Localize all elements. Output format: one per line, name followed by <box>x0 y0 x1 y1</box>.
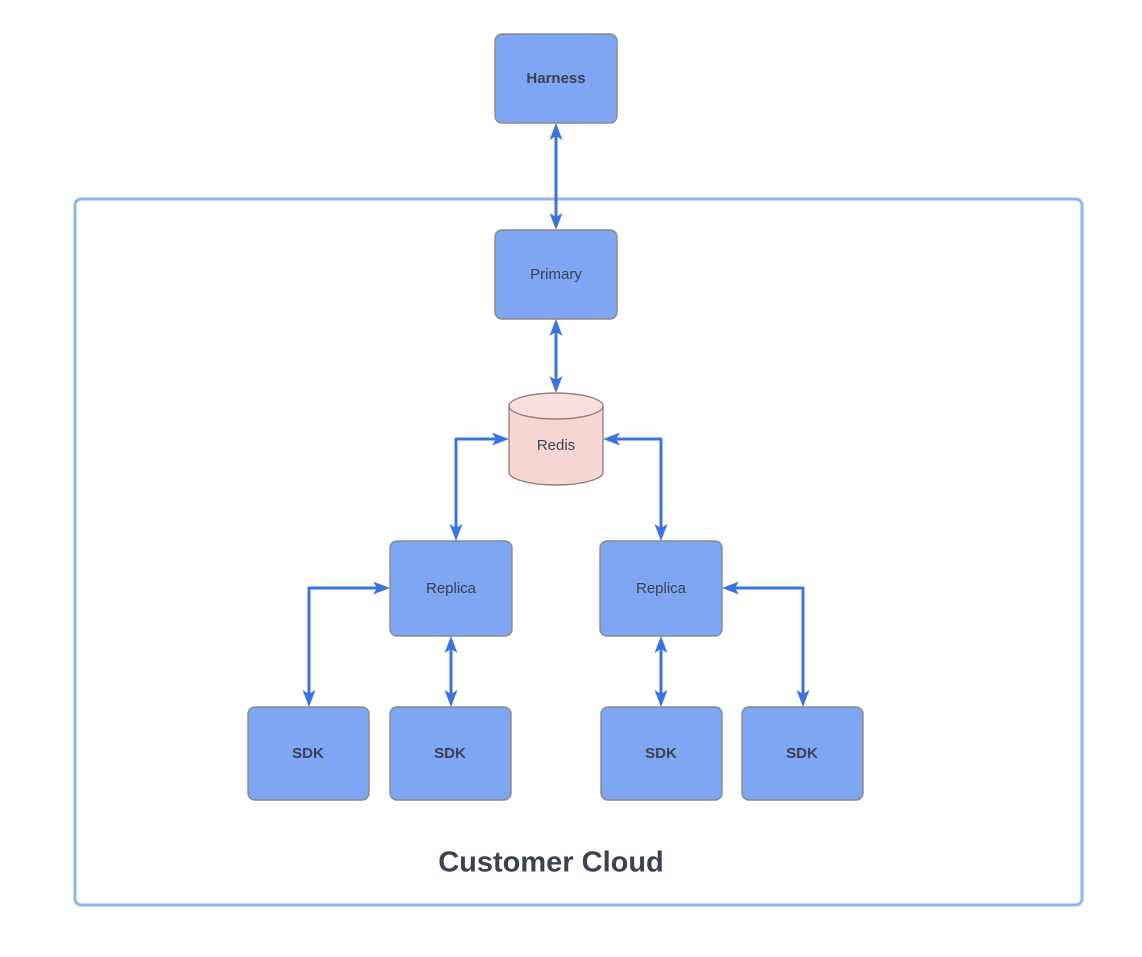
customer-cloud-boundary <box>73 197 1084 907</box>
edge-replica-left-sdk-2 <box>444 636 458 707</box>
node-sdk-2[interactable]: SDK <box>389 706 512 801</box>
node-sdk-4[interactable]: SDK <box>741 706 864 801</box>
node-replica-left-label: Replica <box>426 580 477 597</box>
edge-replica-right-sdk-3 <box>654 636 668 707</box>
node-primary-label: Primary <box>530 266 582 283</box>
node-sdk-3[interactable]: SDK <box>600 706 723 801</box>
node-sdk-3-label: SDK <box>645 745 677 762</box>
edge-redis-replica-right <box>603 432 668 541</box>
edge-replica-right-sdk-4 <box>722 581 810 707</box>
node-replica-right-label: Replica <box>636 580 687 597</box>
node-sdk-1[interactable]: SDK <box>247 706 370 801</box>
node-replica-left[interactable]: Replica <box>389 540 513 637</box>
edge-primary-redis <box>549 319 563 393</box>
edge-redis-replica-left <box>449 432 509 541</box>
edge-replica-left-sdk-1 <box>302 581 390 707</box>
node-harness-label: Harness <box>526 70 585 87</box>
node-redis-label: Redis <box>537 437 575 454</box>
node-sdk-1-label: SDK <box>292 745 324 762</box>
node-sdk-2-label: SDK <box>434 745 466 762</box>
node-harness[interactable]: Harness <box>494 33 618 124</box>
edge-harness-primary <box>549 123 563 230</box>
node-redis[interactable]: Redis <box>508 392 604 486</box>
node-primary[interactable]: Primary <box>494 229 618 320</box>
customer-cloud-label: Customer Cloud <box>438 847 664 879</box>
node-sdk-4-label: SDK <box>786 745 818 762</box>
node-replica-right[interactable]: Replica <box>599 540 723 637</box>
